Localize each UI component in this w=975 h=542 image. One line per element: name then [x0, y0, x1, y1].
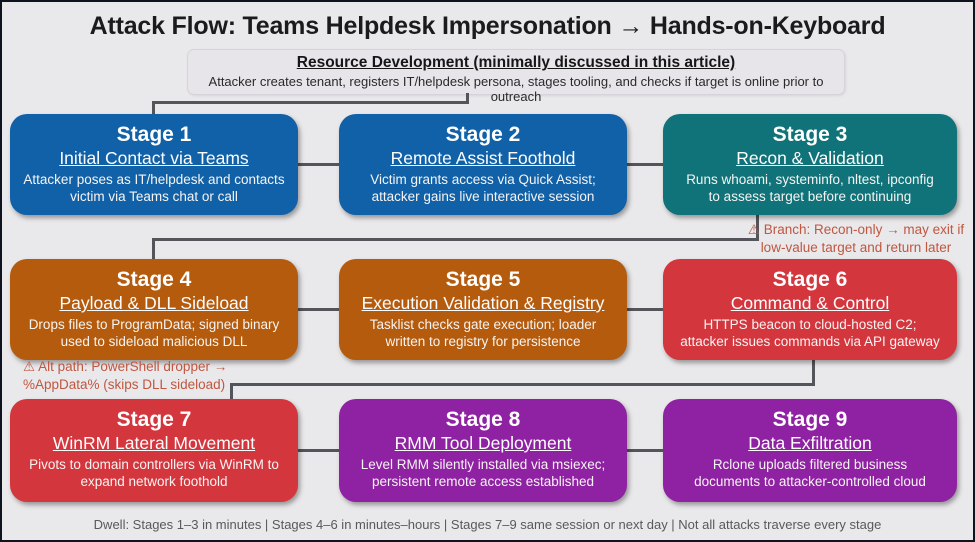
page-title: Attack Flow: Teams Helpdesk Impersonatio…: [89, 12, 886, 40]
stage-1-name: Initial Contact via Teams: [59, 148, 249, 168]
stage-2-box: Stage 2 Remote Assist Foothold Victim gr…: [339, 114, 627, 215]
connector-row1-row2-horizontal: [152, 238, 759, 241]
stage-8-description: Level RMM silently installed via msiexec…: [360, 457, 606, 490]
stage-5-box: Stage 5 Execution Validation & Registry …: [339, 259, 627, 360]
connector-stage4-stage5: [298, 308, 339, 311]
connector-stage7-stage8: [298, 449, 339, 452]
resource-development-description: Attacker creates tenant, registers IT/he…: [208, 74, 824, 104]
stage-1-id: Stage 1: [116, 123, 192, 146]
stage-9-description: Rclone uploads filtered business documen…: [694, 457, 926, 490]
stage-9-name: Data Exfiltration: [748, 433, 872, 453]
stage-8-box: Stage 8 RMM Tool Deployment Level RMM si…: [339, 399, 627, 502]
stage-9-box: Stage 9 Data Exfiltration Rclone uploads…: [663, 399, 957, 502]
stage-2-description: Victim grants access via Quick Assist; a…: [370, 172, 596, 205]
connector-resource-horizontal: [152, 101, 469, 104]
connector-stage3-down: [756, 215, 759, 241]
stage-7-description: Pivots to domain controllers via WinRM t…: [29, 457, 279, 490]
stage-6-id: Stage 6: [772, 268, 848, 291]
stage-2-name: Remote Assist Foothold: [390, 148, 576, 168]
stage-8-id: Stage 8: [445, 408, 521, 431]
stage-2-id: Stage 2: [445, 123, 521, 146]
stage-3-name: Recon & Validation: [736, 148, 884, 168]
stage-3-id: Stage 3: [772, 123, 848, 146]
stage-5-description: Tasklist checks gate execution; loader w…: [369, 317, 597, 350]
resource-development-box: Resource Development (minimally discusse…: [187, 49, 845, 104]
stage-4-id: Stage 4: [116, 268, 192, 291]
stage-6-box: Stage 6 Command & Control HTTPS beacon t…: [663, 259, 957, 360]
connector-stage4-drop: [152, 238, 155, 259]
stage-9-id: Stage 9: [772, 408, 848, 431]
stage-7-box: Stage 7 WinRM Lateral Movement Pivots to…: [10, 399, 298, 502]
connector-stage7-drop: [230, 383, 233, 399]
alt-path-annotation: ⚠ Alt path: PowerShell dropper → %AppDat…: [23, 359, 228, 393]
connector-stage8-stage9: [627, 449, 663, 452]
connector-stage2-stage3: [627, 163, 663, 166]
branch-annotation: ⚠ Branch: Recon-only → may exit if low-v…: [747, 222, 965, 256]
stage-8-name: RMM Tool Deployment: [394, 433, 572, 453]
connector-stage5-stage6: [627, 308, 663, 311]
connector-stage6-down: [812, 360, 815, 386]
resource-development-title: Resource Development (minimally discusse…: [296, 54, 736, 71]
stage-5-id: Stage 5: [445, 268, 521, 291]
stage-3-box: Stage 3 Recon & Validation Runs whoami, …: [663, 114, 957, 215]
connector-resource-drop: [152, 101, 155, 115]
connector-row2-row3-horizontal: [230, 383, 815, 386]
connector-stage1-stage2: [298, 163, 339, 166]
stage-6-name: Command & Control: [730, 293, 890, 313]
connector-resource-stub: [466, 93, 469, 104]
stage-7-name: WinRM Lateral Movement: [52, 433, 256, 453]
stage-4-description: Drops files to ProgramData; signed binar…: [28, 317, 280, 350]
stage-7-id: Stage 7: [116, 408, 192, 431]
stage-6-description: HTTPS beacon to cloud-hosted C2; attacke…: [680, 317, 940, 350]
stage-4-box: Stage 4 Payload & DLL Sideload Drops fil…: [10, 259, 298, 360]
stage-3-description: Runs whoami, systeminfo, nltest, ipconfi…: [686, 172, 934, 205]
stage-1-description: Attacker poses as IT/helpdesk and contac…: [23, 172, 285, 205]
stage-5-name: Execution Validation & Registry: [361, 293, 605, 313]
stage-1-box: Stage 1 Initial Contact via Teams Attack…: [10, 114, 298, 215]
stage-4-name: Payload & DLL Sideload: [59, 293, 249, 313]
dwell-time-footer: Dwell: Stages 1–3 in minutes | Stages 4–…: [93, 517, 882, 532]
